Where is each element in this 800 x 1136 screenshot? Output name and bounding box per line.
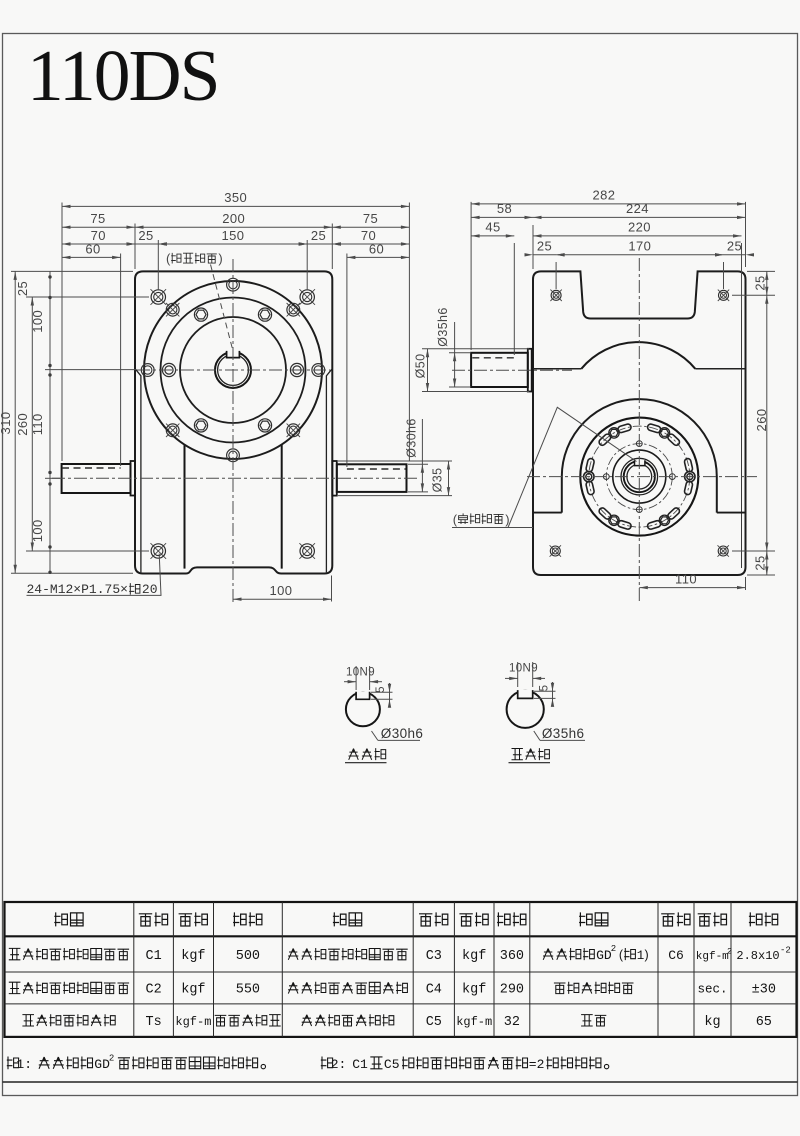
svg-text:25: 25	[752, 275, 767, 290]
svg-text:65: 65	[756, 1015, 772, 1030]
svg-text:=2: =2	[529, 1057, 545, 1072]
svg-text:500: 500	[236, 949, 260, 964]
svg-text:2.8x10: 2.8x10	[736, 949, 779, 963]
svg-text:360: 360	[500, 949, 524, 964]
svg-text:): )	[218, 251, 223, 266]
svg-text:C5: C5	[426, 1015, 442, 1030]
svg-text:C4: C4	[426, 983, 442, 998]
svg-text:1: 1	[637, 949, 645, 963]
svg-text:kgf: kgf	[462, 983, 486, 998]
svg-text:(: (	[166, 251, 171, 266]
svg-text:25: 25	[311, 228, 326, 243]
svg-text:110: 110	[675, 571, 697, 586]
svg-text:Ø30h6: Ø30h6	[405, 418, 419, 458]
svg-text:C3: C3	[426, 949, 442, 964]
svg-text:kgf-m: kgf-m	[456, 1015, 492, 1029]
svg-text:kg: kg	[704, 1015, 720, 1030]
svg-text:GD: GD	[596, 948, 612, 963]
svg-text:110DS: 110DS	[27, 35, 218, 116]
svg-text:282: 282	[593, 188, 616, 203]
svg-text:25: 25	[15, 281, 30, 296]
svg-text:25: 25	[752, 555, 767, 570]
svg-text:C6: C6	[668, 948, 684, 963]
svg-text:): )	[645, 948, 650, 962]
svg-text:100: 100	[30, 519, 45, 542]
svg-text:25: 25	[727, 239, 742, 254]
svg-text:C1: C1	[145, 949, 161, 964]
svg-text:75: 75	[363, 211, 378, 226]
svg-text:-2: -2	[780, 946, 791, 956]
svg-text:kgf: kgf	[462, 949, 486, 964]
svg-text:GD: GD	[94, 1057, 110, 1072]
svg-text:kgf: kgf	[181, 949, 205, 964]
svg-text:100: 100	[270, 583, 293, 598]
svg-text:260: 260	[15, 413, 30, 436]
svg-text:224: 224	[626, 201, 649, 216]
svg-text:2:: 2:	[331, 1057, 347, 1072]
svg-text:25: 25	[138, 228, 153, 243]
svg-text:2: 2	[727, 947, 732, 957]
svg-text:110: 110	[30, 413, 45, 435]
svg-text:310: 310	[0, 412, 13, 435]
svg-text:(: (	[453, 512, 458, 527]
svg-text:±30: ±30	[752, 983, 776, 998]
svg-text:kgf: kgf	[181, 983, 205, 998]
svg-text:Ø35h6: Ø35h6	[436, 307, 450, 347]
svg-text:1:: 1:	[16, 1057, 32, 1072]
svg-text:sec.: sec.	[697, 983, 727, 997]
svg-text:kgf-m: kgf-m	[175, 1015, 211, 1029]
svg-text:60: 60	[85, 241, 100, 256]
svg-text:C1: C1	[352, 1057, 368, 1072]
svg-text:Ø35: Ø35	[431, 468, 445, 493]
svg-text:100: 100	[30, 310, 45, 333]
svg-text:70: 70	[91, 228, 106, 243]
svg-text:24-M12×P1.75×: 24-M12×P1.75×	[27, 582, 128, 597]
svg-text:200: 200	[222, 211, 245, 226]
svg-text:Ø50: Ø50	[414, 354, 428, 379]
svg-text:290: 290	[500, 983, 524, 998]
svg-text:150: 150	[222, 228, 245, 243]
svg-text:350: 350	[224, 190, 247, 205]
svg-text:260: 260	[754, 409, 769, 432]
svg-text:Ts: Ts	[145, 1015, 161, 1030]
svg-text:): )	[505, 512, 510, 527]
svg-text:550: 550	[236, 983, 260, 998]
svg-text:5: 5	[375, 686, 387, 693]
svg-text:(: (	[619, 948, 624, 962]
svg-text:70: 70	[361, 228, 376, 243]
svg-text:2: 2	[611, 944, 616, 954]
svg-text:C2: C2	[145, 983, 161, 998]
svg-text:5: 5	[539, 685, 551, 692]
svg-text:45: 45	[485, 220, 500, 235]
svg-text:75: 75	[90, 211, 105, 226]
svg-text:2: 2	[109, 1054, 114, 1064]
svg-text:Ø35h6: Ø35h6	[542, 726, 585, 741]
svg-text:32: 32	[504, 1015, 520, 1030]
svg-text:58: 58	[497, 201, 512, 216]
svg-text:kgf-m: kgf-m	[696, 951, 729, 963]
svg-text:20: 20	[142, 582, 158, 597]
svg-text:170: 170	[628, 239, 651, 254]
svg-text:60: 60	[369, 241, 384, 256]
svg-text:25: 25	[537, 239, 552, 254]
svg-text:10N9: 10N9	[346, 667, 375, 679]
svg-text:10N9: 10N9	[509, 663, 538, 675]
svg-text:Ø30h6: Ø30h6	[381, 726, 424, 741]
svg-text:220: 220	[628, 220, 651, 235]
svg-text:C5: C5	[384, 1057, 400, 1072]
